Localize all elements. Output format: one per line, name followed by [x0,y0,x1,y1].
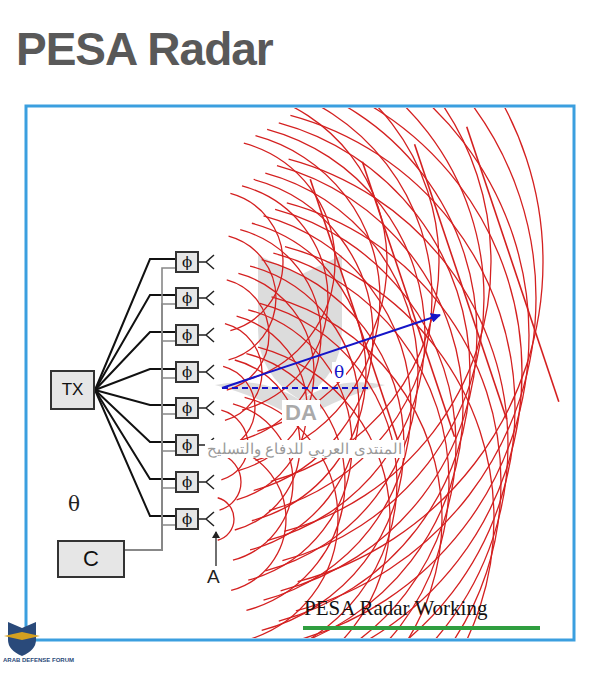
logo [4,622,40,656]
title: PESA Radar [16,22,273,76]
control-line [125,378,175,550]
control-line [125,304,175,550]
element-label: A [207,566,220,588]
wave-arc [218,498,234,541]
wave-arc [298,108,543,582]
control-line [125,525,175,550]
node-text: ϕ [182,436,192,454]
wave-arc [240,230,321,441]
phase-shifter-box: ϕ [175,361,199,383]
wavefront [310,179,402,454]
antenna-element [199,475,214,489]
node-text: ϕ [182,473,192,491]
feed-line [95,295,175,390]
transmitter-box: TX [50,370,95,410]
wave-arc [272,297,442,638]
antenna-element [199,365,214,379]
caption-underline [303,626,540,630]
node-text: TX [62,380,84,400]
antenna-element [199,255,214,269]
wavefront [415,144,507,419]
node-text: C [83,546,99,572]
node-text: ϕ [182,399,192,417]
wavefront [362,162,454,437]
node-text: ϕ [182,510,192,528]
control-line [125,341,175,550]
phase-shifter-box: ϕ [175,508,199,530]
wave-arc [284,108,491,531]
wave-arc [289,159,508,638]
control-line [125,414,175,550]
node-text: ϕ [182,253,192,271]
caption: PESA Radar Working [304,596,487,621]
wave-arc [294,108,529,638]
feed-line [95,390,175,479]
wave-arc [225,324,262,421]
watermark-text: DA [282,400,320,426]
wavefront [467,127,559,402]
angle-label: θ [332,362,346,382]
antenna-element [199,328,214,342]
wave-arc [246,354,345,611]
phase-shifter-box: ϕ [175,397,199,419]
antenna-element [199,401,214,415]
feed-line [95,390,175,516]
feed-line [95,259,175,390]
angle-label: θ [68,492,80,516]
control-line [125,451,175,550]
feed-line [95,390,175,405]
phase-shifter-box: ϕ [175,251,199,273]
phase-shifter-box: ϕ [175,324,199,346]
feed-line [95,369,175,390]
node-text: ϕ [182,326,192,344]
watermark-text: المنتدى العربي للدفاع والتسليح [205,440,404,458]
wave-arc [275,209,456,638]
control-line [125,488,175,550]
watermark-shield [215,255,385,420]
wave-arc [220,454,241,510]
beam-arrow [222,315,440,388]
wave-arc [231,448,286,591]
antenna-element [199,291,214,305]
node-text: ϕ [182,363,192,381]
antenna-element [199,512,214,526]
logo-text: ARAB DEFENSE FORUM [3,657,74,663]
phase-shifter-box: ϕ [175,434,199,456]
phase-shifter-box: ϕ [175,471,199,493]
leader-arrow [215,532,216,566]
phase-shifter-box: ϕ [175,287,199,309]
controller-box: C [57,540,125,578]
boresight-line [222,387,372,389]
wave-arc [258,347,390,638]
control-line [125,268,175,550]
node-text: ϕ [182,289,192,307]
wave-arc [244,143,335,381]
